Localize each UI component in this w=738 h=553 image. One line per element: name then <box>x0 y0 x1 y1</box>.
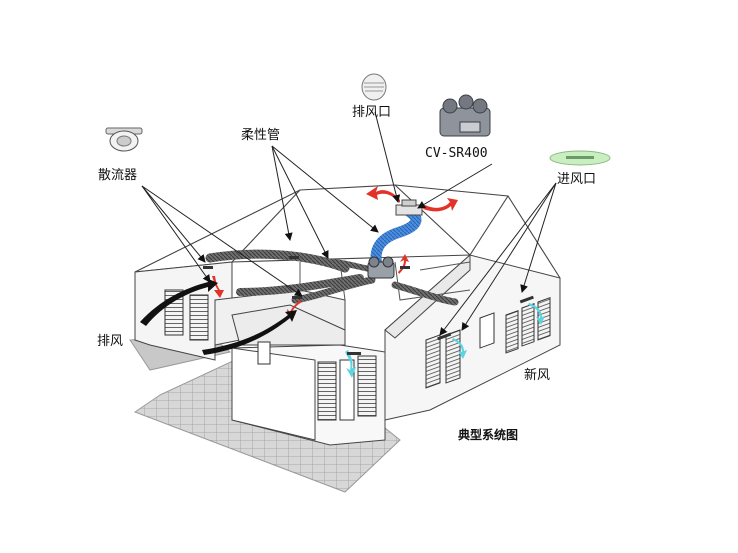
center-wing <box>214 289 346 346</box>
wall-grilles <box>203 256 534 355</box>
flexible-ducts <box>205 249 459 306</box>
roof-outlet <box>395 199 423 216</box>
exhaust-outlet-label: 排风口 <box>352 105 392 120</box>
right-block <box>384 253 561 421</box>
diffuser-label: 散流器 <box>98 168 138 183</box>
attic-unit <box>367 256 395 279</box>
diffuser-icon <box>105 127 143 152</box>
exhaust-vent-icon <box>361 73 387 101</box>
leader-lines <box>141 111 557 336</box>
fresh-inlet-label: 进风口 <box>557 172 597 187</box>
diagram-caption: 典型系统图 <box>458 428 519 442</box>
front-block <box>231 341 386 446</box>
inlet-grille-icon <box>549 150 611 166</box>
fresh-air-arrows <box>345 303 545 378</box>
exhaust-air-label: 排风 <box>97 334 124 349</box>
blue-duct <box>370 206 422 274</box>
fresh-air-label: 新风 <box>524 368 551 383</box>
flex-duct-label: 柔性管 <box>241 128 281 143</box>
unit-model-label: CV-SR400 <box>425 146 488 161</box>
ventilation-unit-icon <box>439 94 491 137</box>
